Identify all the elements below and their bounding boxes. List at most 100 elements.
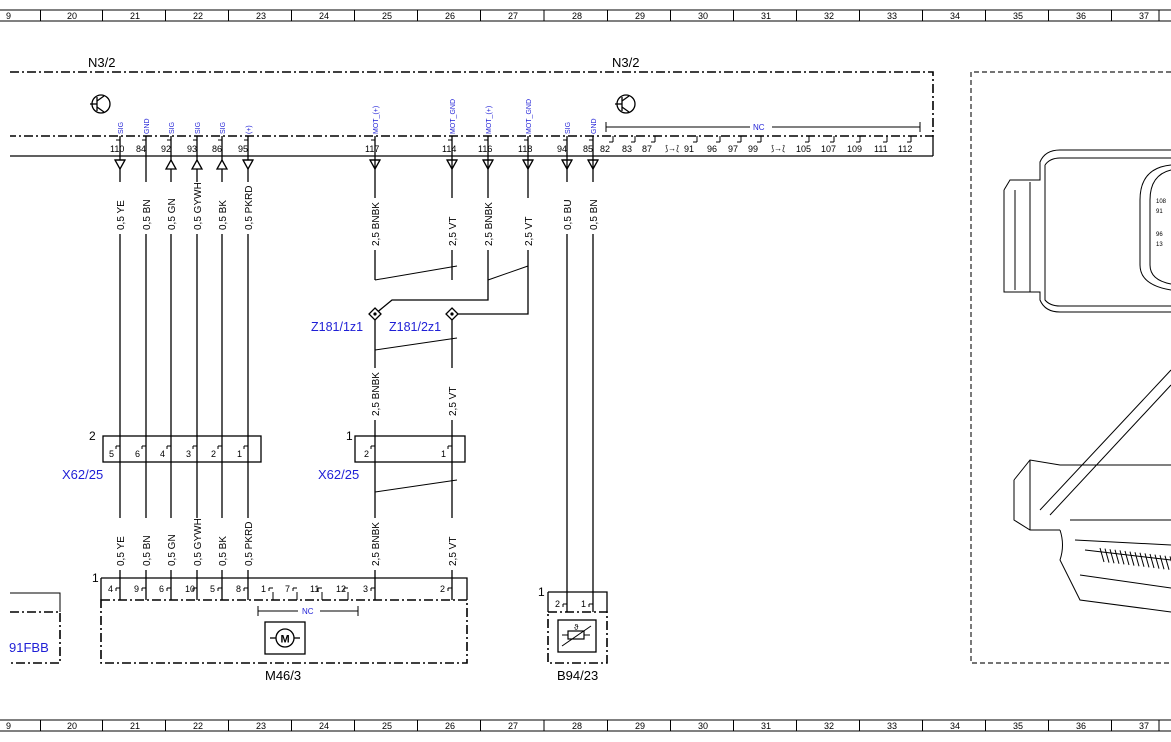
- wire-label-bg: [521, 198, 535, 250]
- grid-label: 30: [698, 721, 708, 731]
- wire-label: 2,5 BNBK: [371, 202, 382, 246]
- grid-label: 25: [382, 721, 392, 731]
- pin-signal: MOT_GND: [526, 99, 533, 134]
- motor-pin-number: 12: [336, 584, 346, 594]
- grid-label: 36: [1076, 721, 1086, 731]
- wire-label-bg: [560, 182, 574, 234]
- svg-text:ϑ: ϑ: [574, 623, 579, 632]
- connector-tooth: [1164, 555, 1170, 570]
- motor-pin-number: 8: [236, 584, 241, 594]
- motor-pin-number: 7: [285, 584, 290, 594]
- motor-pin-number: 1: [261, 584, 266, 594]
- svg-text:96: 96: [1156, 232, 1163, 238]
- connector-tooth: [1144, 553, 1150, 568]
- pin-number: 110: [110, 144, 124, 154]
- grid-label: 28: [572, 11, 582, 21]
- wire-label: 0,5 PKRD: [244, 522, 255, 566]
- break-icon: ⟆→⟅: [665, 144, 679, 153]
- pin-signal: SIG: [220, 122, 227, 134]
- wire-label: 0,5 GYWH: [193, 518, 204, 566]
- connector-pin-number: 4: [160, 449, 165, 459]
- arrow-up-icon: [190, 158, 204, 170]
- pin-number: 118: [518, 144, 532, 154]
- motor-pin-number: 6: [159, 584, 164, 594]
- wire-label-bg: [586, 182, 600, 234]
- wire-label-bg: [139, 518, 153, 570]
- grid-label: 20: [67, 11, 77, 21]
- pin-number: 84: [136, 144, 146, 154]
- connector-tooth: [1154, 554, 1160, 569]
- connector-pin-number: 1: [237, 449, 242, 459]
- pin-signal: SIG: [118, 122, 125, 134]
- wire-label-bg: [215, 182, 229, 234]
- pin-number: 117: [365, 144, 379, 154]
- wire-label-bg: [190, 182, 204, 234]
- grid-label: 31: [761, 11, 771, 21]
- nc-pin-number: 109: [847, 144, 862, 154]
- grid-label: 28: [572, 721, 582, 731]
- connector-tooth: [1129, 551, 1135, 566]
- nc-pin-number: 99: [748, 144, 758, 154]
- splice-label-z1: Z181/1z1: [311, 320, 363, 334]
- connector-housing-top-icon: 108 91 96 13: [1003, 149, 1171, 313]
- connector-pin-number: 2: [364, 449, 369, 459]
- connector-tooth: [1159, 555, 1165, 570]
- wire-label-bg: [164, 518, 178, 570]
- component-b94-23: 1 B94/23 ϑ: [538, 585, 608, 683]
- pin-signal: (+): [246, 125, 253, 134]
- grid-label: 22: [193, 11, 203, 21]
- wire-label-bg: [113, 518, 127, 570]
- pin-number: 95: [238, 144, 248, 154]
- motor-pin-number: 2: [440, 584, 445, 594]
- grid-label: 23: [256, 11, 266, 21]
- wire-label-bg: [164, 182, 178, 234]
- partial-component-left: 91FBB: [9, 592, 61, 664]
- not-connected-bracket: NC: [605, 120, 921, 132]
- wire-label: 2,5 VT: [448, 387, 459, 416]
- transistor-icon: [615, 94, 636, 114]
- grid-label: 30: [698, 11, 708, 21]
- wire-label: 0,5 BK: [218, 200, 229, 230]
- splice-label-z2: Z181/2z1: [389, 320, 441, 334]
- splice-node-icon: [445, 307, 459, 321]
- connector-number: 1: [346, 429, 353, 443]
- grid-label: 33: [887, 721, 897, 731]
- wire-label-bg: [241, 518, 255, 570]
- pin-number: 92: [161, 144, 171, 154]
- arrow-down-icon: [241, 159, 255, 171]
- connector-tooth: [1104, 548, 1110, 563]
- pin-number: 114: [442, 144, 456, 154]
- grid-label: 35: [1013, 721, 1023, 731]
- wire-label: 2,5 VT: [448, 217, 459, 246]
- partial-label: 91FBB: [9, 640, 49, 655]
- nc-pin-number: 105: [796, 144, 811, 154]
- motor-pin-number: 4: [108, 584, 113, 594]
- grid-label: 24: [319, 11, 329, 21]
- module-label-left: N3/2: [88, 55, 115, 70]
- motor-pin-number: 10: [185, 584, 195, 594]
- nc-label: NC: [753, 123, 765, 132]
- wire-label-bg: [368, 198, 382, 250]
- grid-label: 27: [508, 11, 518, 21]
- component-label: B94/23: [557, 668, 598, 683]
- connector-label: X62/25: [318, 467, 359, 482]
- pin-signal: MOT_(+): [486, 106, 493, 134]
- nc-pin-number: 107: [821, 144, 836, 154]
- nc-pin-number: 83: [622, 144, 632, 154]
- grid-label: 32: [824, 721, 834, 731]
- connector-pin-number: 2: [211, 449, 216, 459]
- connector-pin-number: 5: [109, 449, 114, 459]
- wire-label-bg: [139, 182, 153, 234]
- grid-label: 21: [130, 11, 140, 21]
- connector-housing-bottom-icon: [1013, 369, 1171, 613]
- grid-label: 32: [824, 11, 834, 21]
- wire-label: 0,5 GYWH: [193, 182, 204, 230]
- connector-x62-25-left: 2 X62/25: [62, 429, 262, 482]
- sensor-pin-number: 1: [581, 599, 586, 609]
- grid-label: 29: [635, 11, 645, 21]
- connector-number: 2: [89, 429, 96, 443]
- pin-signal: MOT_GND: [450, 99, 457, 134]
- component-m46-3: 1 M46/3 NC M: [92, 571, 468, 683]
